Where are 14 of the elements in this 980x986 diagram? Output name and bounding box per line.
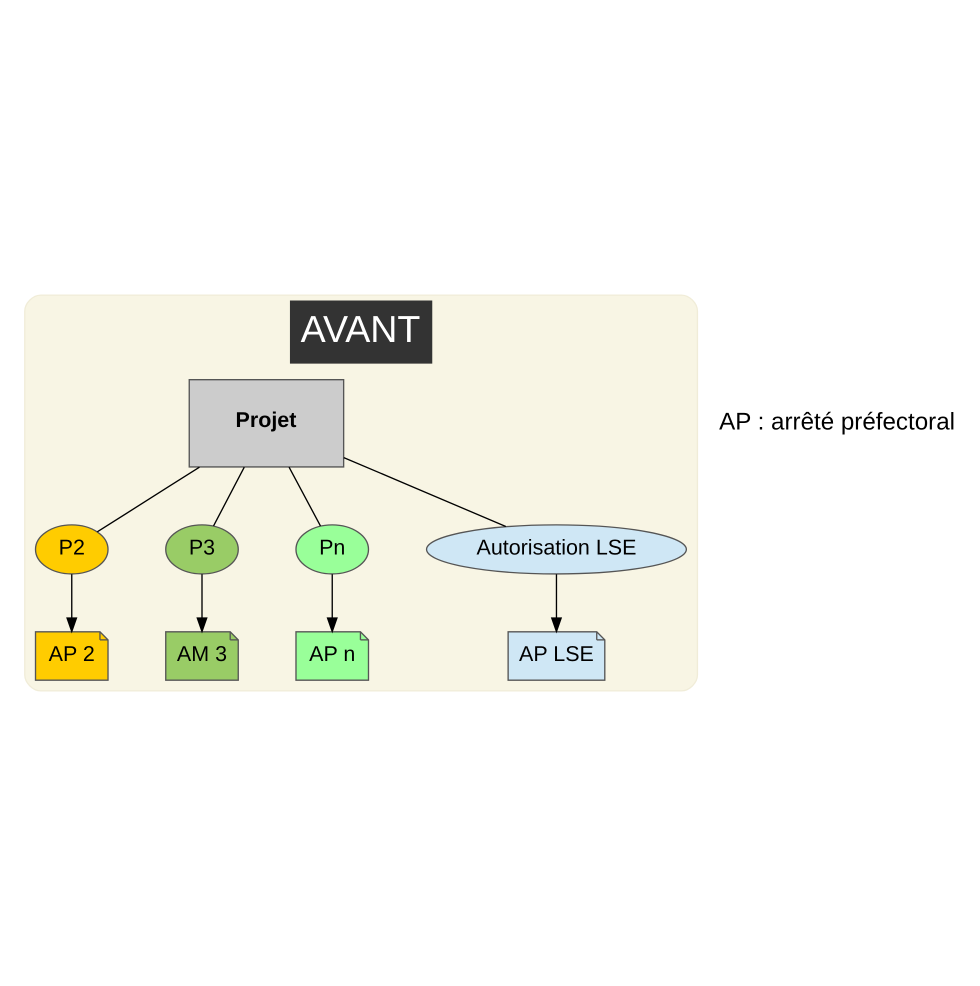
node-ellipse: Autorisation LSE	[426, 524, 688, 575]
arrow	[196, 574, 208, 634]
node-ellipse: P2	[34, 524, 109, 575]
arrow	[550, 574, 562, 634]
node-ellipse: P3	[165, 524, 239, 575]
connector	[96, 466, 200, 532]
node-ellipse: Pn	[295, 524, 370, 575]
arrow	[326, 574, 338, 634]
arrow	[66, 574, 78, 634]
connector	[344, 456, 506, 528]
connector	[212, 466, 245, 526]
node-box: Projet	[188, 379, 344, 468]
connector	[288, 466, 322, 526]
label: AP : arrêté préfectoral	[719, 408, 956, 436]
